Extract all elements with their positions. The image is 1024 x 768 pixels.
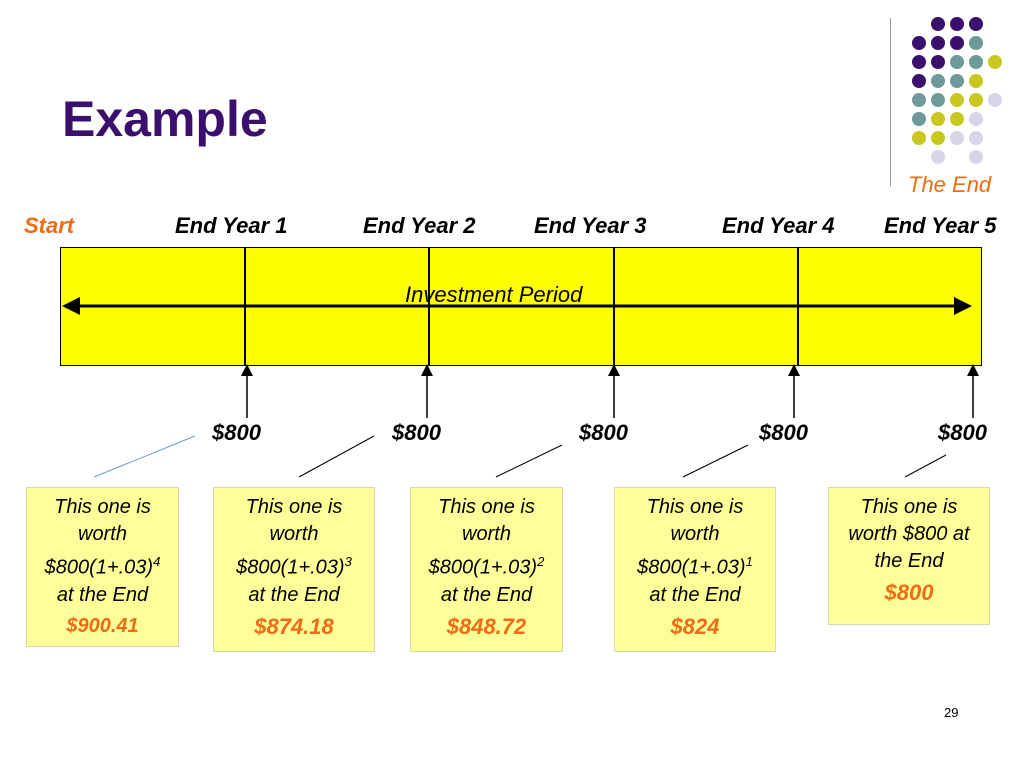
- box-line: at the End: [248, 583, 340, 606]
- decorative-dot: [931, 55, 945, 69]
- box-line: This one is: [438, 496, 535, 518]
- header-end-year-5: End Year 5: [884, 213, 997, 238]
- decorative-dot: [969, 36, 983, 50]
- payment-amount-3: $800: [579, 420, 628, 445]
- box-formula: $800(1+.03)2: [428, 554, 545, 579]
- payment-amount-2: $800: [392, 420, 441, 445]
- box-line: worth: [269, 523, 319, 545]
- value-box-2: This one is worth $800(1+.03)3 at the En…: [213, 487, 375, 652]
- box-line: worth: [78, 523, 127, 545]
- decorative-dot: [950, 36, 964, 50]
- box-line: worth: [670, 523, 720, 545]
- box-line: at the End: [56, 583, 149, 606]
- payment-amount-1: $800: [212, 420, 261, 445]
- box-exponent: 2: [537, 554, 545, 569]
- decorative-dot: [912, 74, 926, 88]
- decorative-dot: [969, 55, 983, 69]
- box-formula: $800(1+.03)1: [637, 554, 753, 579]
- decorative-dot: [950, 74, 964, 88]
- box-line: at the End: [440, 583, 533, 606]
- box-line: This one is: [860, 496, 958, 518]
- arrow-left-head: [62, 297, 80, 315]
- value-box-5: This one is worth $800 at the End $800: [828, 487, 990, 625]
- box-value: $900.41: [66, 614, 139, 637]
- decorative-dot: [969, 93, 983, 107]
- decorative-dot: [969, 112, 983, 126]
- header-end-year-3: End Year 3: [534, 213, 647, 238]
- value-box-1: This one is worth $800(1+.03)4 at the En…: [26, 487, 179, 647]
- decorative-dot: [969, 74, 983, 88]
- decorative-dot: [912, 93, 926, 107]
- decorative-dot: [988, 55, 1002, 69]
- page-number: 29: [944, 705, 959, 720]
- decorative-dot: [931, 131, 945, 145]
- box-line: This one is: [54, 496, 151, 518]
- box-formula: $800(1+.03)4: [44, 554, 161, 579]
- payment-amount-4: $800: [759, 420, 808, 445]
- callout-line-1: [93, 435, 196, 478]
- the-end-label: The End: [908, 172, 992, 197]
- decorative-dot: [931, 36, 945, 50]
- decorative-divider: [890, 18, 891, 186]
- box-line: worth: [462, 523, 511, 545]
- box-line: This one is: [245, 496, 343, 518]
- box-line: at the End: [649, 583, 741, 606]
- box-exponent: 4: [153, 554, 161, 569]
- decorative-dot: [969, 131, 983, 145]
- value-box-3: This one is worth $800(1+.03)2 at the En…: [410, 487, 563, 652]
- decorative-dot: [950, 112, 964, 126]
- box-value: $874.18: [254, 613, 334, 639]
- payment-amount-5: $800: [938, 420, 987, 445]
- header-end-year-1: End Year 1: [175, 213, 288, 238]
- header-end-year-2: End Year 2: [363, 213, 476, 238]
- box-line: worth $800 at: [848, 523, 970, 545]
- value-box-4: This one is worth $800(1+.03)1 at the En…: [614, 487, 776, 652]
- header-end-year-4: End Year 4: [722, 213, 835, 238]
- investment-period-label: Investment Period: [405, 282, 583, 307]
- slide-title: Example: [62, 91, 268, 147]
- decorative-dot: [969, 150, 983, 164]
- header-start: Start: [24, 213, 75, 238]
- box-exponent: 3: [344, 554, 352, 569]
- decorative-dot: [969, 17, 983, 31]
- decorative-dot: [931, 74, 945, 88]
- box-value: $848.72: [446, 613, 527, 639]
- decorative-dot: [912, 55, 926, 69]
- box-exponent: 1: [745, 554, 753, 569]
- decorative-dot: [931, 112, 945, 126]
- arrow-right-head: [954, 297, 972, 315]
- box-line: the End: [874, 550, 944, 572]
- callout-line-3: [495, 444, 563, 478]
- callout-line-4: [682, 444, 749, 478]
- decorative-dot: [912, 36, 926, 50]
- callout-line-5: [904, 454, 947, 478]
- decorative-dot: [912, 112, 926, 126]
- decorative-dot-grid: [912, 17, 1002, 164]
- decorative-dot: [931, 93, 945, 107]
- decorative-dot: [950, 17, 964, 31]
- decorative-dot: [931, 17, 945, 31]
- box-value: $800: [884, 580, 934, 605]
- callout-line-2: [298, 435, 375, 478]
- decorative-dot: [950, 93, 964, 107]
- decorative-dot: [950, 55, 964, 69]
- box-line: This one is: [646, 496, 744, 518]
- decorative-dot: [912, 131, 926, 145]
- box-formula: $800(1+.03)3: [236, 554, 352, 579]
- decorative-dot: [950, 131, 964, 145]
- box-value: $824: [670, 613, 720, 639]
- decorative-dot: [931, 150, 945, 164]
- decorative-dot: [988, 93, 1002, 107]
